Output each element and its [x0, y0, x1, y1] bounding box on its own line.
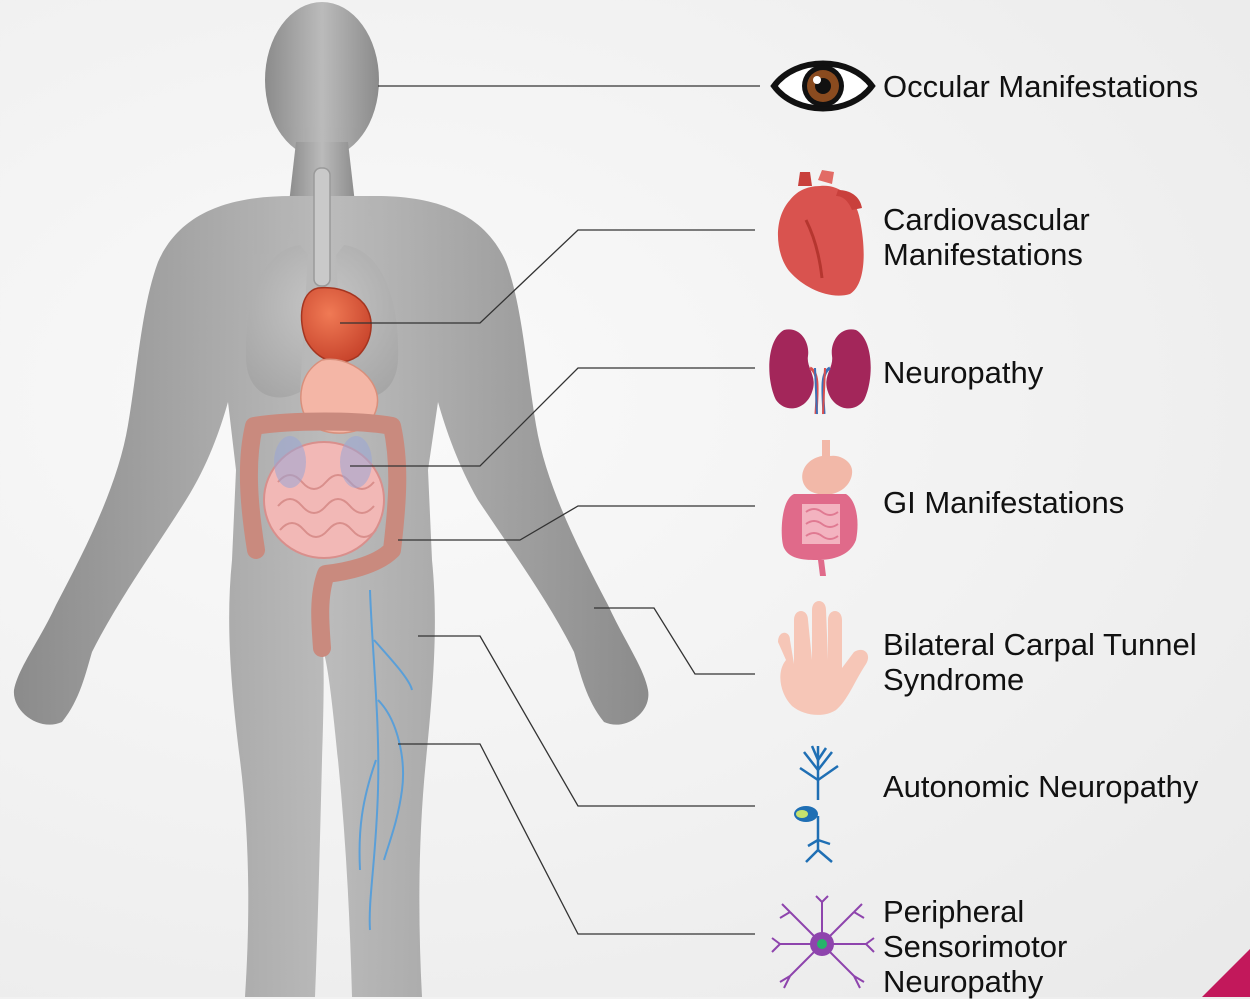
- hand-icon: [778, 601, 868, 715]
- label-ocular-manifestations: Occular Manifestations: [883, 69, 1198, 104]
- label-neuropathy: Neuropathy: [883, 355, 1043, 390]
- corner-accent: [1202, 949, 1250, 997]
- neuron-icon: [794, 746, 838, 862]
- label-ocular-line1: Occular Manifestations: [883, 69, 1198, 104]
- heart-icon: [778, 170, 864, 296]
- label-cardio-line2: Manifestations: [883, 237, 1090, 272]
- label-cardiovascular-manifestations: Cardiovascular Manifestations: [883, 202, 1090, 272]
- label-kidney-line1: Neuropathy: [883, 355, 1043, 390]
- label-cardio-line1: Cardiovascular: [883, 202, 1090, 237]
- label-peripheral-line3: Neuropathy: [883, 964, 1067, 999]
- label-carpal-line1: Bilateral Carpal Tunnel: [883, 627, 1197, 662]
- label-gi-manifestations: GI Manifestations: [883, 485, 1124, 520]
- label-bilateral-carpal-tunnel: Bilateral Carpal Tunnel Syndrome: [883, 627, 1197, 697]
- leader-line-gi: [398, 506, 755, 540]
- label-peripheral-line1: Peripheral: [883, 894, 1067, 929]
- label-autonomic-neuropathy: Autonomic Neuropathy: [883, 769, 1198, 804]
- label-autonomic-line1: Autonomic Neuropathy: [883, 769, 1198, 804]
- kidneys-icon: [769, 329, 870, 414]
- trachea: [314, 168, 330, 286]
- label-peripheral-sensorimotor-neuropathy: Peripheral Sensorimotor Neuropathy: [883, 894, 1067, 999]
- sensory-neuron-icon: [772, 896, 874, 988]
- label-gi-line1: GI Manifestations: [883, 485, 1124, 520]
- human-body-figure: [14, 2, 649, 997]
- label-peripheral-line2: Sensorimotor: [883, 929, 1067, 964]
- label-carpal-line2: Syndrome: [883, 662, 1197, 697]
- leader-line-peripheral: [398, 744, 755, 934]
- digestive-tract-icon: [782, 440, 858, 576]
- eye-icon: [774, 64, 872, 109]
